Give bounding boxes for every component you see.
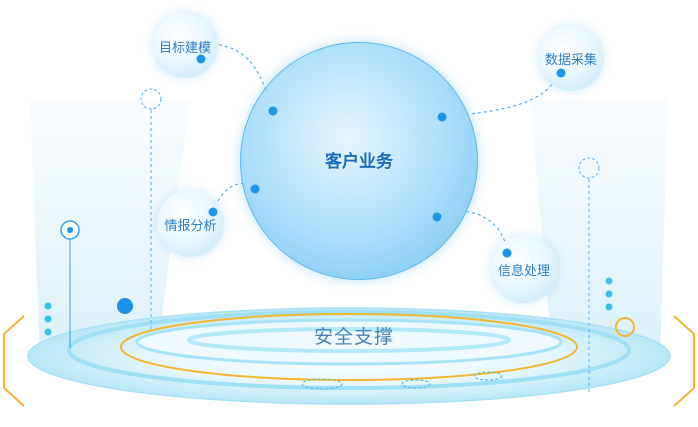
dot-right-2 (605, 290, 613, 298)
blue-orb (117, 298, 133, 314)
dot-left-2 (44, 315, 52, 323)
platform-gold-ring (120, 313, 578, 381)
dot-right-3 (605, 303, 613, 311)
bracket-right (673, 315, 695, 407)
module-intel-analysis: 情报分析 (157, 190, 224, 257)
dot-right-1 (605, 277, 613, 285)
platform-dashed-oval-1 (301, 378, 343, 390)
platform-inner-ring (187, 327, 511, 353)
pillar-dashed-marker-right (578, 157, 600, 179)
module-target-modeling: 目标建模 (152, 12, 218, 78)
pillar-target-center (67, 227, 73, 233)
gold-ring-marker (615, 317, 635, 337)
module-info-processing-label: 信息处理 (497, 264, 550, 279)
platform-dashed-oval-2 (401, 379, 431, 389)
bracket-left (3, 315, 25, 407)
module-target-modeling-label: 目标建模 (158, 41, 211, 56)
platform-ring-2 (67, 310, 631, 390)
dot-left-1 (44, 302, 52, 310)
module-info-processing: 信息处理 (490, 235, 558, 303)
platform-dashed-oval-3 (473, 371, 503, 381)
module-intel-analysis-label: 情报分析 (164, 219, 217, 234)
module-data-collection-label: 数据采集 (544, 53, 597, 68)
center-node: 客户业务 (240, 42, 478, 280)
base-platform-label: 安全支撑 (313, 326, 394, 348)
light-beam-right (530, 100, 668, 360)
center-node-label: 客户业务 (325, 152, 393, 172)
pillar-dashed-marker-left (140, 88, 162, 110)
dot-left-3 (44, 328, 52, 336)
module-data-collection: 数据采集 (538, 25, 604, 91)
